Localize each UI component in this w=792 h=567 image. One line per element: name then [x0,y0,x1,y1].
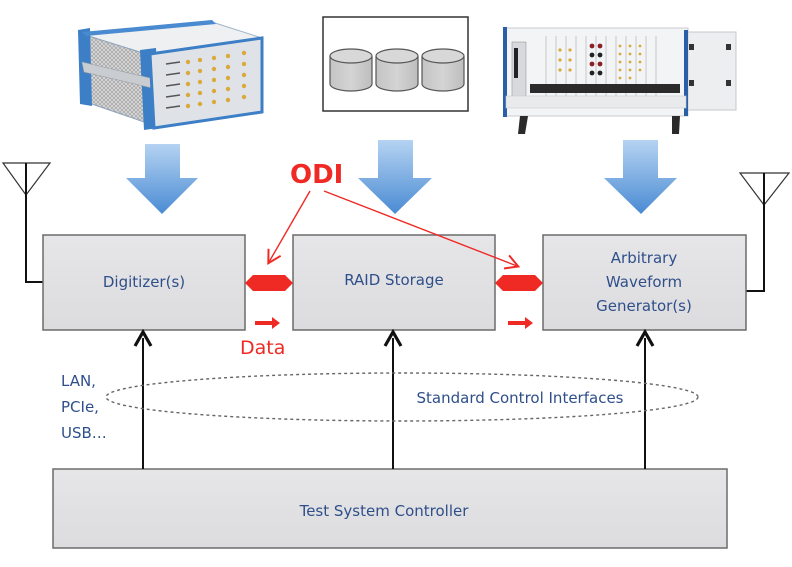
awg-label-line-3: Generator(s) [596,297,692,315]
blue-down-arrow-raid [358,140,432,214]
odi-label: ODI [290,160,343,190]
disk-icon [421,48,465,92]
raid-disks-image [322,16,469,112]
interface-pcie: PCIe, [61,398,99,416]
awg-block: Arbitrary Waveform Generator(s) [542,234,747,331]
data-label: Data [240,337,285,359]
disk-icon [329,48,373,92]
raid-storage-block: RAID Storage [292,234,496,331]
awg-label-line-2: Waveform [606,273,682,291]
interface-usb: USB… [61,424,107,442]
blue-down-arrow-digitizer [126,144,198,214]
odi-pointer-right [323,190,521,270]
raid-storage-label: RAID Storage [344,271,444,289]
data-flow-arrow-right [508,317,533,329]
controller-label: Test System Controller [299,502,470,520]
odi-connector-left [245,275,293,291]
pxi-chassis-image [503,27,737,134]
antenna-icon-left [1,162,52,283]
digitizer-chassis-image [78,20,264,130]
digitizer-label: Digitizer(s) [103,273,185,291]
interface-lan: LAN, [61,372,96,390]
digitizer-slots [165,50,247,109]
digitizer-block: Digitizer(s) [42,234,246,331]
antenna-icon-right [738,172,791,292]
test-system-controller-block: Test System Controller [52,468,728,549]
standard-control-interfaces-ellipse [105,372,699,422]
data-flow-arrow-left [255,317,280,329]
odi-connector-right [495,275,543,291]
disk-icon [375,48,419,92]
odi-pointer-left [267,190,311,265]
awg-label-line-1: Arbitrary [611,249,678,267]
standard-control-interfaces-label: Standard Control Interfaces [417,389,624,407]
blue-down-arrow-awg [604,140,677,214]
